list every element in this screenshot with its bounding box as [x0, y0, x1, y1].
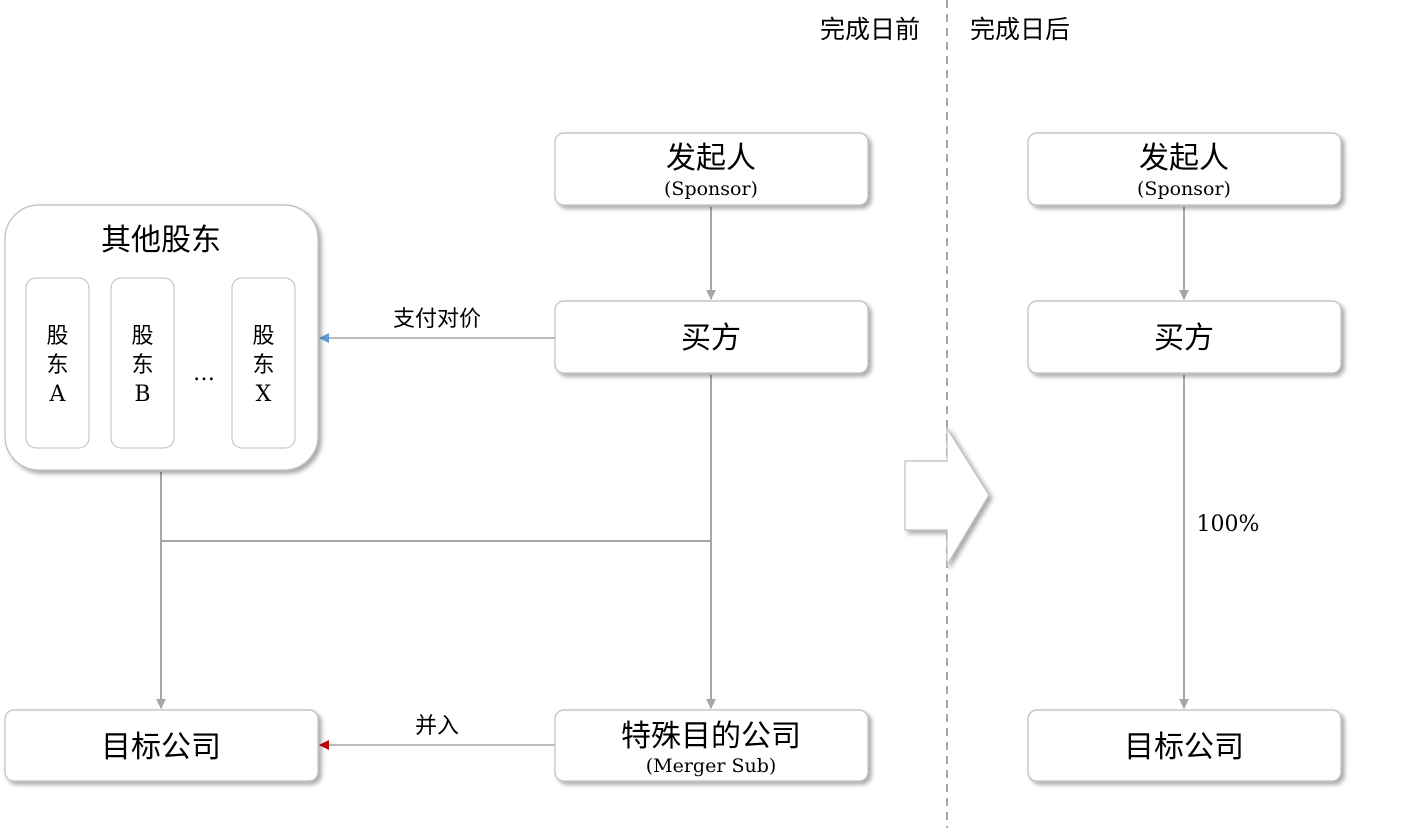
shareholder-a-line3: A	[49, 382, 67, 407]
after-target-box: 目标公司	[1027, 709, 1342, 782]
shareholder-a-line1: 股	[46, 324, 68, 349]
target-box-before: 目标公司	[4, 709, 319, 782]
after-buyer-box: 买方	[1027, 300, 1342, 374]
after-buyer-title: 买方	[1154, 321, 1214, 356]
ownership-label: 100%	[1197, 512, 1260, 537]
shareholder-b-line1: 股	[131, 324, 153, 349]
buyer-box: 买方	[554, 300, 869, 374]
spv-title: 特殊目的公司	[621, 719, 801, 754]
after-sponsor-subtitle: (Sponsor)	[1137, 178, 1231, 200]
sponsor-title: 发起人	[666, 141, 756, 176]
spv-box: 特殊目的公司 (Merger Sub)	[554, 709, 869, 782]
ellipsis: …	[193, 361, 215, 386]
transition-arrow-icon	[904, 425, 990, 568]
shareholder-a-line2: 东	[46, 353, 68, 378]
shareholder-a: 股 东 A	[25, 277, 90, 449]
other-shareholders-title: 其他股东	[101, 223, 221, 258]
payment-label: 支付对价	[393, 307, 481, 332]
shareholder-x: 股 东 X	[231, 277, 296, 449]
header-after-completion: 完成日后	[970, 15, 1070, 44]
shareholder-x-line3: X	[256, 382, 272, 407]
spv-subtitle: (Merger Sub)	[646, 755, 777, 777]
header-before-completion: 完成日前	[820, 15, 920, 44]
shareholder-b-line3: B	[134, 382, 150, 407]
shareholder-x-line2: 东	[252, 353, 274, 378]
shareholder-b: 股 东 B	[110, 277, 175, 449]
after-sponsor-title: 发起人	[1139, 141, 1229, 176]
after-target-title: 目标公司	[1124, 730, 1244, 765]
buyer-title: 买方	[681, 321, 741, 356]
merge-label: 并入	[415, 714, 459, 739]
sponsor-box: 发起人 (Sponsor)	[554, 132, 869, 206]
sponsor-subtitle: (Sponsor)	[664, 178, 758, 200]
after-sponsor-box: 发起人 (Sponsor)	[1027, 132, 1342, 206]
shareholder-x-line1: 股	[252, 324, 274, 349]
shareholder-b-line2: 东	[131, 353, 153, 378]
other-shareholders-box: 其他股东 股 东 A 股 东 B … 股 东 X	[4, 204, 319, 471]
target-title: 目标公司	[101, 730, 221, 765]
